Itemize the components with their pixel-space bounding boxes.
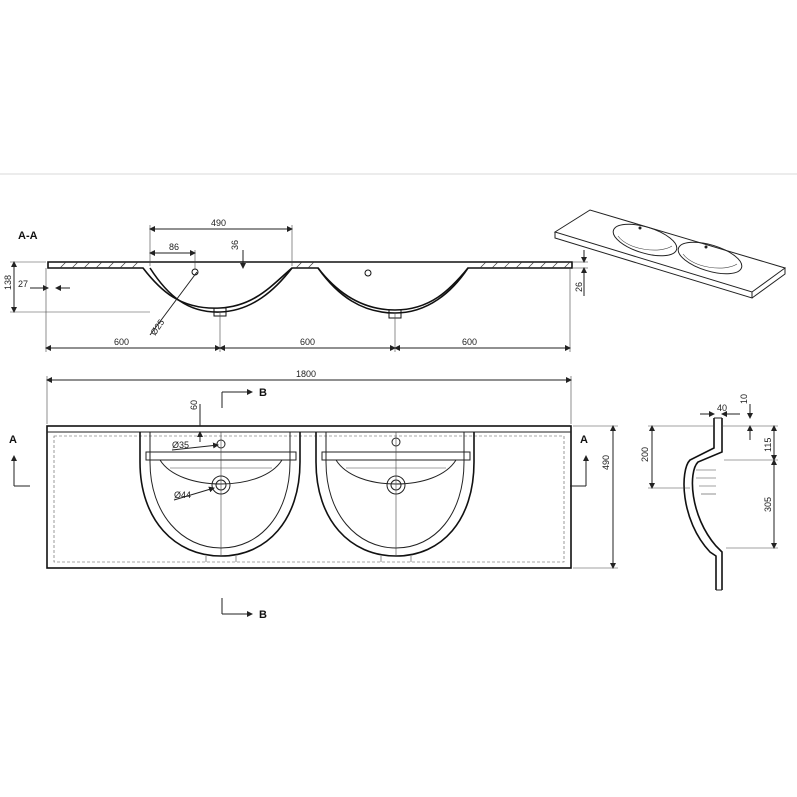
dim-26: 26 bbox=[574, 282, 584, 292]
section-marker-b-bottom: B bbox=[221, 598, 267, 621]
dim-86: 86 bbox=[169, 242, 179, 252]
basin-2-inner bbox=[317, 267, 469, 314]
svg-text:B: B bbox=[259, 387, 267, 399]
section-marker-b-top: B bbox=[221, 387, 267, 408]
dim-600-right: 600 bbox=[462, 337, 477, 347]
dim-10: 10 bbox=[739, 394, 749, 404]
section-label: A-A bbox=[18, 230, 38, 242]
dim-600-left: 600 bbox=[114, 337, 129, 347]
section-marker-a-left: A bbox=[9, 434, 30, 487]
dim-27: 27 bbox=[18, 279, 28, 289]
dim-115: 115 bbox=[763, 438, 773, 452]
dim-490-side: 490 bbox=[601, 455, 611, 470]
dim-dia-35: Ø35 bbox=[172, 440, 189, 450]
top-view: 1800 60 Ø35 Ø44 490 A A B bbox=[9, 369, 618, 621]
svg-text:A: A bbox=[9, 434, 17, 446]
dim-dia-44: Ø44 bbox=[174, 490, 191, 500]
dim-1800: 1800 bbox=[296, 369, 316, 379]
section-outline bbox=[47, 261, 573, 311]
basin-1-inner bbox=[149, 267, 293, 313]
dim-200: 200 bbox=[640, 447, 650, 462]
dim-138: 138 bbox=[3, 275, 13, 290]
dim-60: 60 bbox=[189, 400, 199, 410]
svg-text:A: A bbox=[580, 434, 588, 446]
isometric-view bbox=[553, 209, 787, 299]
svg-text:B: B bbox=[259, 609, 267, 621]
dim-36: 36 bbox=[230, 240, 240, 250]
dim-600-mid: 600 bbox=[300, 337, 315, 347]
dim-dia-25: Ø25 bbox=[148, 317, 166, 337]
dim-305: 305 bbox=[763, 497, 773, 512]
section-hatching bbox=[59, 261, 571, 269]
section-a-a-view: A-A bbox=[3, 218, 588, 352]
countertop-outline bbox=[46, 425, 572, 569]
side-profile-inner bbox=[691, 418, 723, 590]
side-profile-outer bbox=[683, 418, 717, 590]
dim-40: 40 bbox=[717, 403, 727, 413]
section-b-b-view: 40 10 200 115 305 bbox=[640, 394, 778, 591]
dim-490-top: 490 bbox=[211, 218, 226, 228]
section-marker-a-right: A bbox=[570, 434, 589, 487]
